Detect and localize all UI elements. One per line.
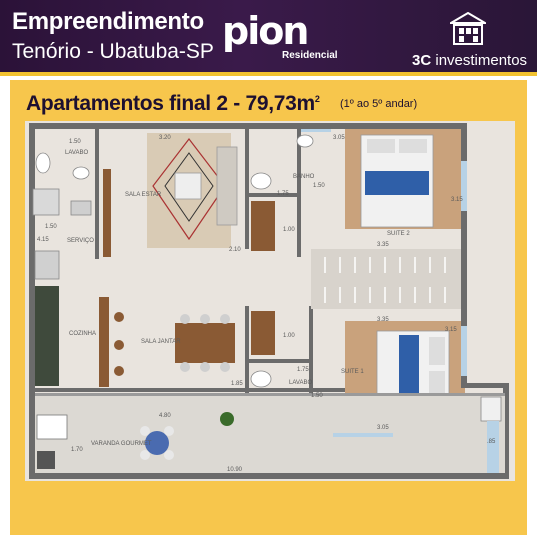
- dimension-label: 1.50: [313, 183, 325, 189]
- dimension-label: 3.05: [333, 135, 345, 141]
- header-banner: Empreendimento Tenório - Ubatuba-SP pion…: [0, 0, 537, 76]
- dimension-label: 1.00: [283, 333, 295, 339]
- page-title: Empreendimento: [12, 8, 204, 35]
- dimension-label: 1.50: [45, 224, 57, 230]
- dimension-label: 10.90: [227, 467, 243, 473]
- location-subtitle: Tenório - Ubatuba-SP: [12, 40, 214, 63]
- dimension-label: 1.50: [69, 139, 81, 145]
- apartment-heading: Apartamentos final 2 - 79,73m2: [26, 92, 320, 116]
- room-lavabo-1: LAVABO: [65, 150, 88, 156]
- room-lavabo-2: LAVABO: [289, 380, 312, 386]
- dimension-label: 1.75: [297, 367, 309, 373]
- dimension-label: 3.20: [159, 135, 171, 141]
- dimension-label: .85: [487, 439, 496, 445]
- floors-note: (1º ao 5º andar): [340, 98, 418, 110]
- room-varanda-gourmet: VARANDA GOURMET: [91, 441, 152, 447]
- dimension-label: 1.85: [231, 381, 243, 387]
- company-rest: investimentos: [431, 52, 528, 69]
- room-servico: SERVIÇO: [67, 238, 94, 244]
- room-banho: BANHO: [293, 174, 315, 180]
- room-sala-jantar: SALA JANTAR: [141, 339, 181, 345]
- room-cozinha: COZINHA: [69, 331, 96, 337]
- dimension-label: 1.70: [71, 447, 83, 453]
- company-name: 3C investimentos: [412, 52, 527, 69]
- dimension-label: 3.35: [377, 242, 389, 248]
- dimension-label: 4.15: [37, 237, 49, 243]
- dimension-label: 3.15: [445, 327, 457, 333]
- dimension-label: 4.80: [159, 413, 171, 419]
- dimension-label: 1.00: [283, 227, 295, 233]
- dimension-label: 1.75: [277, 191, 289, 197]
- dimension-label: 3.05: [377, 425, 389, 431]
- dimension-label: 1.50: [311, 393, 323, 399]
- yellow-divider: [0, 72, 537, 76]
- apartment-heading-text: Apartamentos final 2 - 79,73m: [26, 92, 315, 115]
- pion-logo-subtitle: Residencial: [282, 50, 338, 61]
- room-suite-1: SUITE 1: [341, 369, 364, 375]
- dimension-label: 3.35: [377, 317, 389, 323]
- room-sala-estar: SALA ESTAR: [125, 192, 162, 198]
- company-bold: 3C: [412, 52, 432, 69]
- room-suite-2: SUITE 2: [387, 231, 410, 237]
- dimension-label: 3.15: [451, 197, 463, 203]
- area-superscript: 2: [314, 94, 320, 104]
- dimension-label: 2.10: [229, 247, 241, 253]
- building-icon: [450, 12, 486, 45]
- floor-plan: LAVABO SALA ESTAR BANHO SUITE 2 SERVIÇO …: [25, 121, 515, 481]
- pion-logo: pion: [222, 9, 309, 53]
